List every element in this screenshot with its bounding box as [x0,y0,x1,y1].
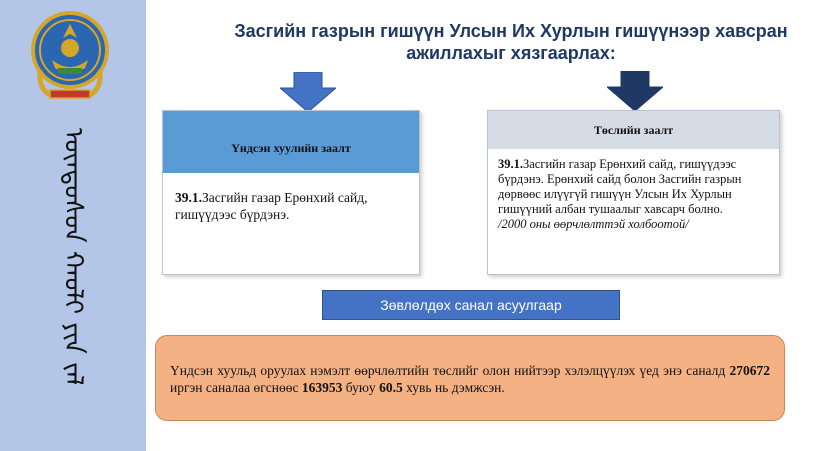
result-text: иргэн саналаа өгснөөс [170,380,302,395]
result-text: Үндсэн хуульд оруулах нэмэлт өөрчлөлтийн… [170,363,730,378]
total-count: 270672 [729,363,771,378]
result-text: буюу [342,380,380,395]
draft-clause-body: 39.1.Засгийн газар Ерөнхий сайд, гишүүдэ… [488,149,779,232]
support-percent: 60.5 [379,380,403,395]
arrow-down-icon [280,72,336,112]
clause-text: Засгийн газар Ерөнхий сайд, гишүүдээс бү… [498,157,742,216]
amendment-note: /2000 оны өөрчлөлттэй холбоотой/ [498,217,689,231]
arrow-down-icon [607,71,663,111]
state-emblem-icon [31,11,109,99]
slide-title: Засгийн газрын гишүүн Улсын Их Хурлын ги… [234,21,788,63]
clause-text: Засгийн газар Ерөнхий сайд, гишүүдээс бү… [175,190,368,222]
mongolian-script-text: ᠦᠨᠳᠦᠰᠦᠨ ᠬᠠᠤᠯᠢ ᠶᠢᠨ ᠵᠠᠯᠠᠲᠠ [58,128,88,384]
constitution-clause-header: Үндсэн хуулийн заалт [163,111,419,173]
constitution-clause-box: Үндсэн хуулийн заалт 39.1.Засгийн газар … [162,110,420,275]
draft-clause-box: Төслийн заалт 39.1.Засгийн газар Ерөнхий… [487,110,780,275]
article-number: 39.1. [498,157,523,171]
constitution-clause-body: 39.1.Засгийн газар Ерөнхий сайд, гишүүдэ… [163,173,419,223]
survey-result-box: Үндсэн хуульд оруулах нэмэлт өөрчлөлтийн… [155,335,785,421]
result-text: хувь нь дэмжсэн. [402,380,505,395]
survey-button[interactable]: Зөвлөлдөх санал асуулгаар [322,290,620,320]
article-number: 39.1. [175,190,202,205]
support-count: 163953 [301,380,343,395]
sidebar: ᠦᠨᠳᠦᠰᠦᠨ ᠬᠠᠤᠯᠢ ᠶᠢᠨ ᠵᠠᠯᠠᠲᠠ [0,0,146,451]
draft-clause-header: Төслийн заалт [488,111,779,149]
